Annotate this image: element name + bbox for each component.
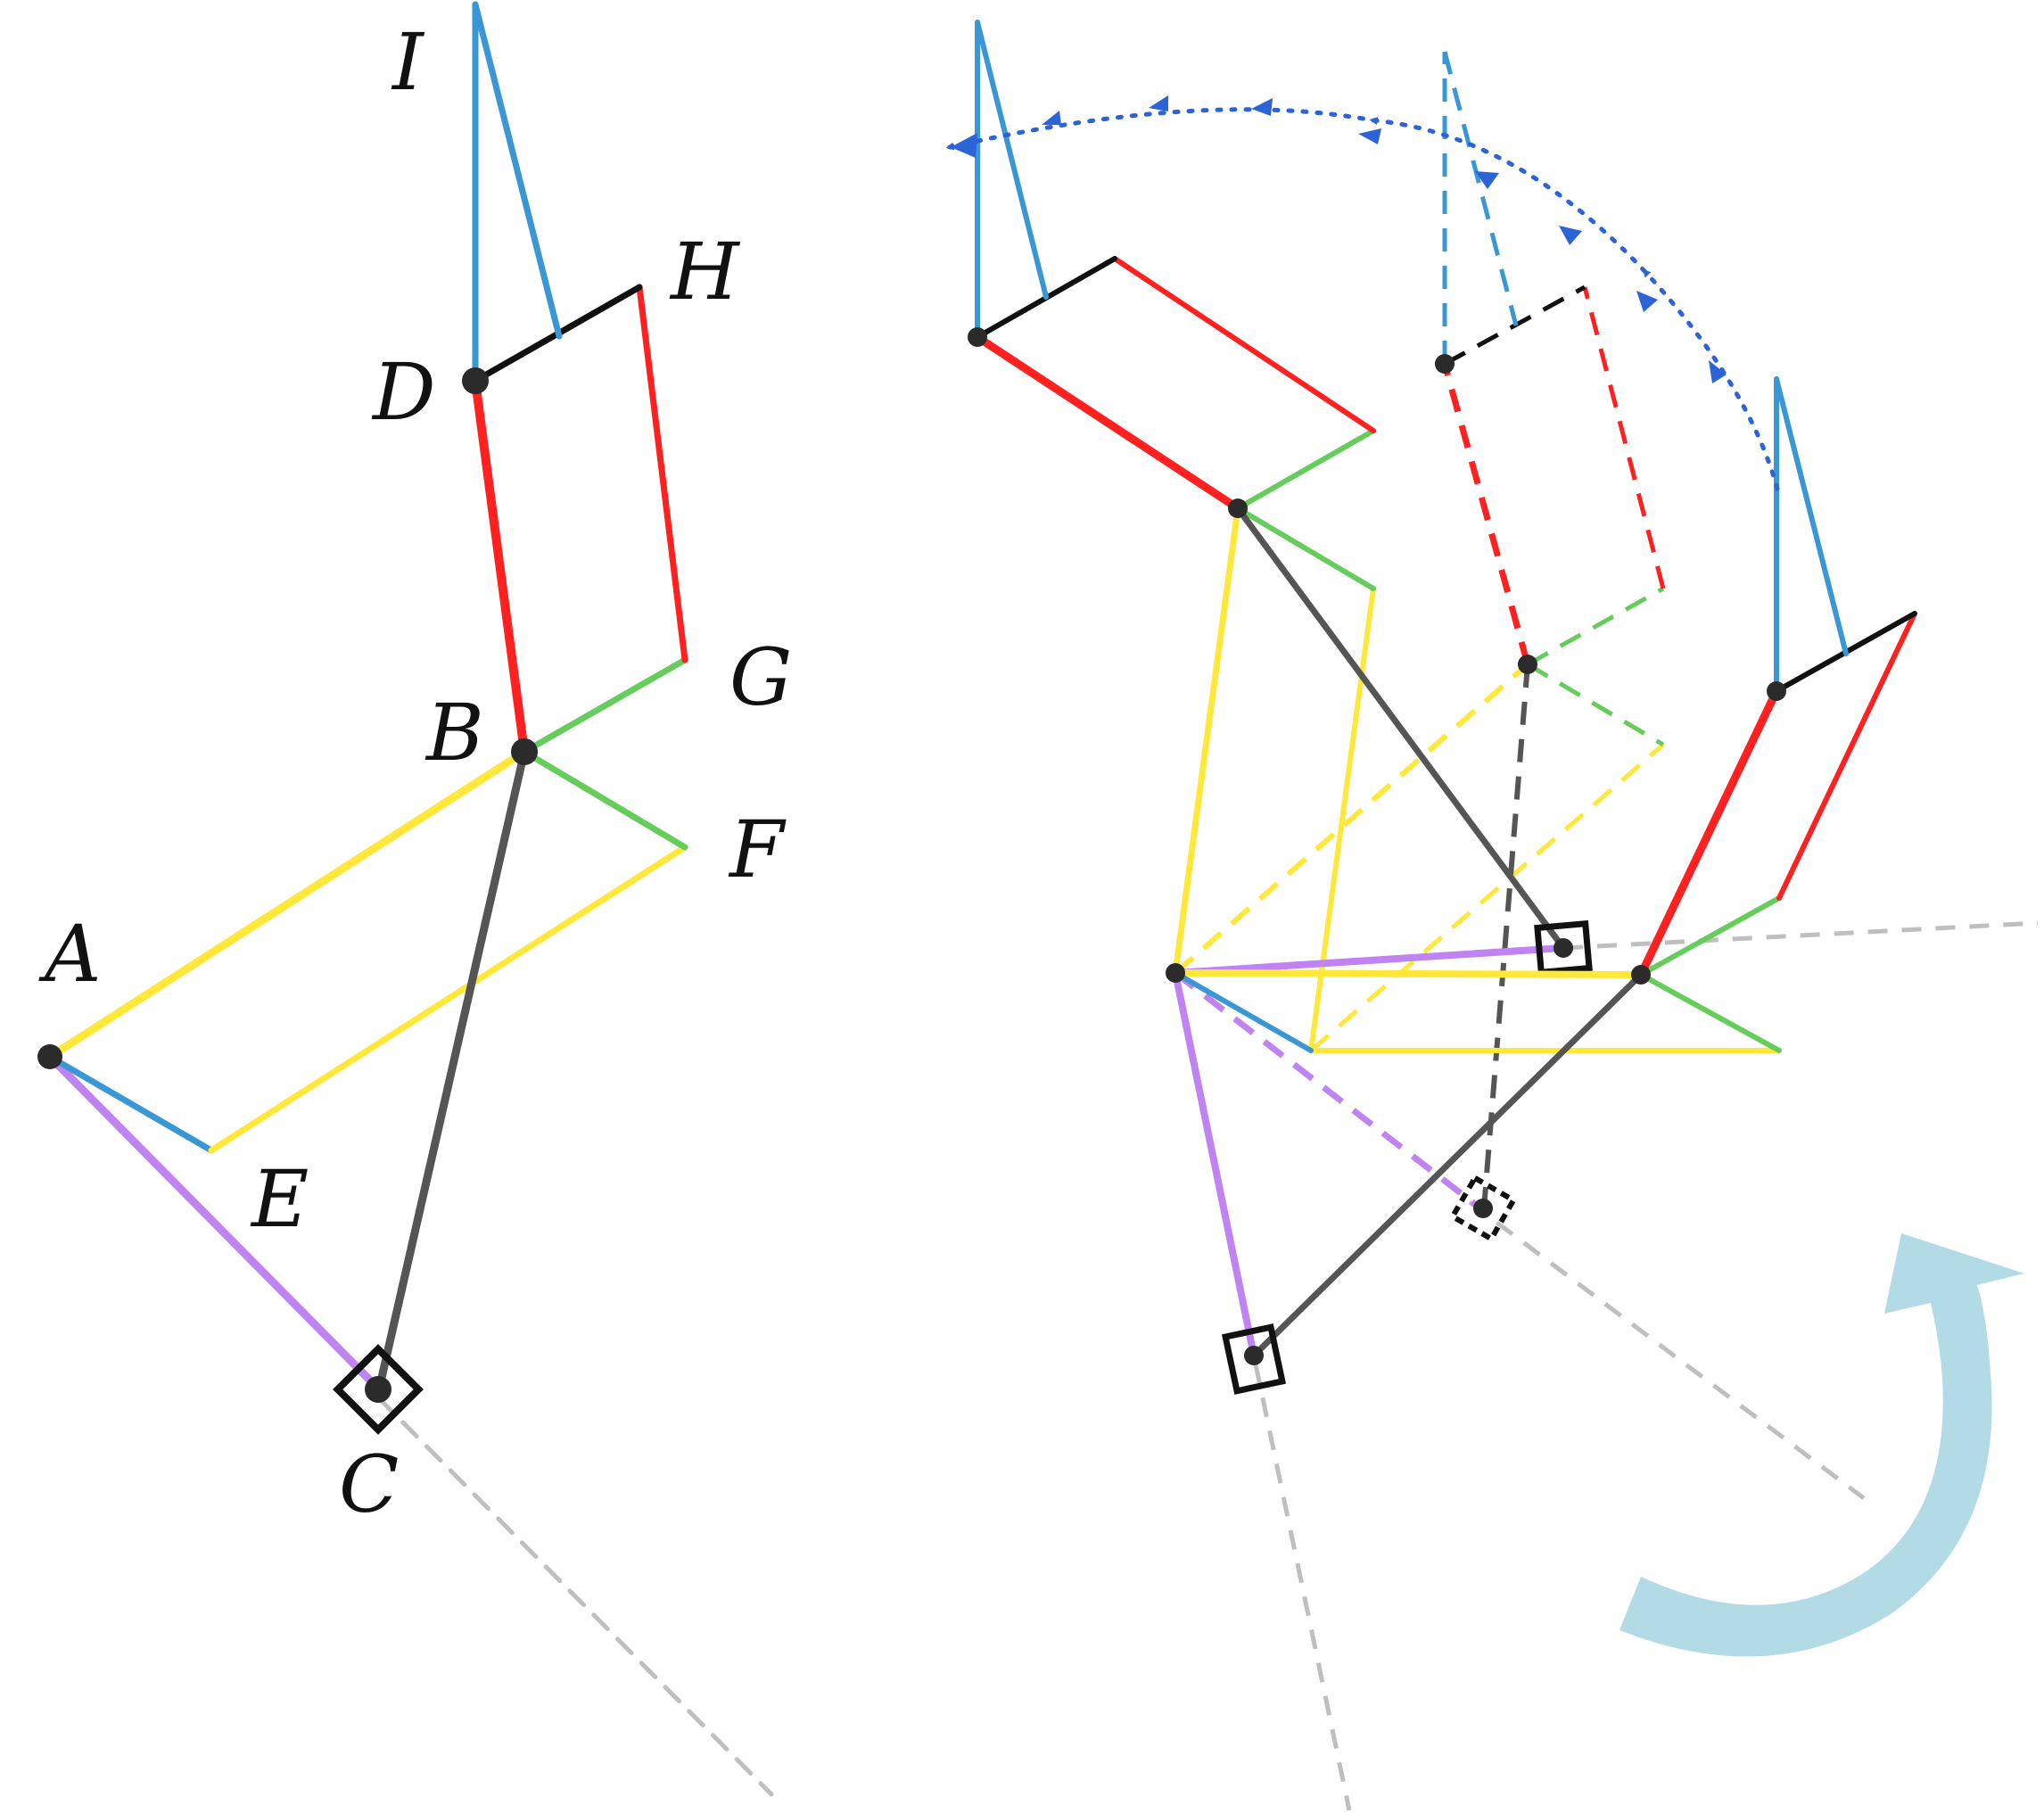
p1-link-gh xyxy=(1112,256,1376,433)
p1-link-ab xyxy=(1172,505,1241,977)
p3-link-ab xyxy=(1172,969,1644,978)
p3-link-bc xyxy=(1250,971,1644,1359)
guide-line-2 xyxy=(1468,1200,1866,1500)
dash-link-bf xyxy=(1526,662,1665,747)
p3-link-bf xyxy=(1638,972,1782,1053)
link-bf xyxy=(521,748,688,851)
p1-joint-d xyxy=(968,327,987,347)
pose-right xyxy=(1166,376,1917,1395)
joint-d xyxy=(462,367,489,394)
arrowhead-1 xyxy=(1709,360,1727,383)
tip-trajectory-arrow xyxy=(945,107,1780,491)
link-gh xyxy=(636,284,688,663)
link-bd xyxy=(471,376,529,756)
point-labels: I H D G B F A E C xyxy=(38,16,792,1530)
trajectory-arrowheads xyxy=(951,95,1727,383)
slider-c xyxy=(333,1344,424,1435)
p3-joint-c xyxy=(1244,1346,1264,1365)
link-i-diag xyxy=(472,1,563,340)
p1-link-bc xyxy=(1234,505,1567,952)
p1-link-i-diag xyxy=(975,20,1049,300)
link-bg xyxy=(521,656,688,755)
link-ae xyxy=(46,1053,215,1154)
joint-b xyxy=(511,738,538,765)
joint-c xyxy=(365,1376,391,1403)
arrowhead-3 xyxy=(1559,226,1582,245)
dash-link-gh xyxy=(1582,286,1666,589)
right-guide-lines xyxy=(1253,920,2039,1811)
p3-joint-d xyxy=(1767,681,1786,701)
p1-slider xyxy=(1534,919,1593,977)
arrowhead-5 xyxy=(1358,128,1381,144)
dash-slider xyxy=(1448,1174,1518,1243)
p3-link-ac xyxy=(1172,969,1257,1359)
rotation-direction-arrow xyxy=(1620,1233,2024,1657)
label-g: G xyxy=(729,631,792,723)
p1-link-bd xyxy=(973,333,1242,513)
arrowhead-6 xyxy=(1251,98,1273,116)
dash-joint-c xyxy=(1473,1199,1493,1218)
guide-line-c xyxy=(376,1396,774,1797)
label-d: D xyxy=(371,346,436,438)
joint-a xyxy=(37,1044,62,1069)
p1-link-ef xyxy=(1308,586,1376,1053)
arrowhead-2 xyxy=(1636,291,1658,312)
label-f: F xyxy=(728,803,787,895)
label-c: C xyxy=(339,1438,399,1530)
link-ab xyxy=(45,747,529,1061)
guide-line-1 xyxy=(1562,920,2039,951)
label-i: I xyxy=(391,16,425,108)
dash-link-bd xyxy=(1441,363,1531,665)
label-h: H xyxy=(669,226,741,317)
link-ac xyxy=(45,1052,383,1394)
label-b: B xyxy=(424,687,484,779)
p3-slider xyxy=(1221,1323,1287,1395)
intermediate-pose xyxy=(1173,51,1666,1243)
dash-link-ab xyxy=(1174,662,1529,976)
dash-joint-d xyxy=(1435,354,1455,374)
p1-link-bf xyxy=(1235,506,1376,591)
left-mechanism xyxy=(37,1,774,1797)
dash-joint-b xyxy=(1518,655,1537,674)
arrowhead-8 xyxy=(1042,111,1061,125)
p1-joint-c xyxy=(1554,938,1573,958)
link-bc xyxy=(375,747,529,1394)
dash-link-i-diag xyxy=(1442,51,1519,326)
p3-link-bd xyxy=(1636,687,1781,979)
p1-joint-b xyxy=(1228,499,1248,518)
dash-link-ac xyxy=(1173,970,1483,1211)
guide-line-3 xyxy=(1253,1364,1352,1811)
p1-link-bg xyxy=(1235,428,1376,511)
dash-link-bg xyxy=(1526,586,1665,667)
p3-link-i-diag xyxy=(1774,376,1849,656)
p3-link-ae xyxy=(1173,970,1314,1053)
p3-link-bg xyxy=(1638,895,1782,977)
p3-link-gh xyxy=(1776,611,1917,901)
label-a: A xyxy=(38,908,102,1000)
p3-joint-b xyxy=(1631,965,1651,985)
arrowhead-7 xyxy=(1149,95,1168,111)
arrowhead-4 xyxy=(1475,171,1499,189)
arrowhead-9 xyxy=(951,133,977,158)
label-e: E xyxy=(250,1153,309,1245)
dash-link-ef xyxy=(1309,743,1665,1052)
link-ef xyxy=(208,844,688,1154)
p3-joint-a xyxy=(1166,963,1185,983)
p1-link-ac xyxy=(1172,944,1567,977)
